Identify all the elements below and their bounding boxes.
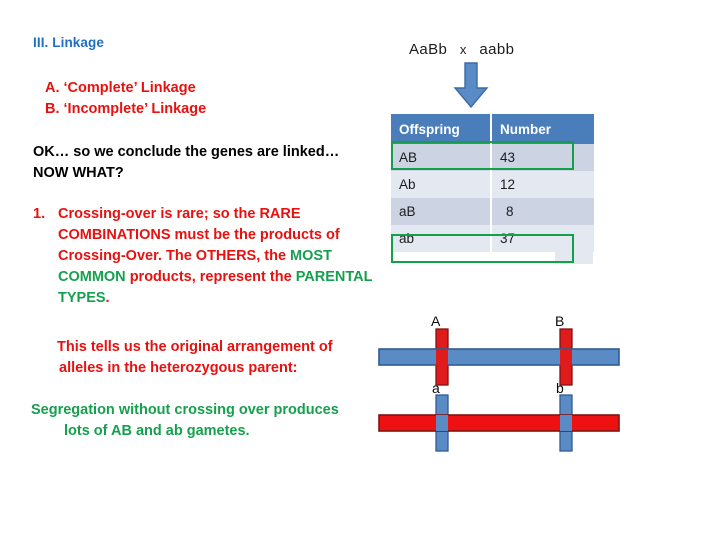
cell-number: 43	[491, 144, 594, 171]
numbered-point-1: 1. Crossing-over is rare; so the RARE CO…	[33, 204, 383, 309]
cell-offspring: aB	[391, 198, 492, 225]
cell-offspring: AB	[391, 144, 492, 171]
allele-label-A: A	[431, 313, 441, 329]
table-row: ab 37	[391, 225, 594, 252]
cross-operator: x	[459, 42, 467, 57]
allele-marker-b-overlap	[560, 415, 572, 431]
cell-offspring: ab	[391, 225, 492, 252]
table-row: Ab 12	[391, 171, 594, 198]
offspring-results-table: Offspring Number AB 43 Ab 12 aB 8 ab 37	[391, 114, 594, 252]
linkage-type-item-b: B. ‘Incomplete’ Linkage	[45, 101, 207, 117]
cell-offspring: Ab	[391, 171, 492, 198]
segregation-line-2: lots of AB and ab gametes.	[64, 423, 250, 439]
arrangement-line-2: alleles in the heterozygous parent:	[59, 360, 298, 376]
cell-number: 37	[491, 225, 594, 252]
allele-marker-A-overlap	[436, 349, 448, 365]
chromosome-diagram	[378, 328, 620, 452]
list-marker: 1.	[33, 206, 46, 222]
table-row: AB 43	[391, 144, 594, 171]
point-1-segment-5: .	[105, 290, 110, 306]
allele-label-b: b	[556, 380, 564, 396]
column-header-offspring: Offspring	[391, 114, 492, 144]
point-1-segment-3: products, represent the	[125, 269, 296, 285]
table-header-row: Offspring Number	[391, 114, 594, 144]
page-title: III. Linkage	[33, 35, 104, 50]
cross-notation: AaBb x aabb	[409, 41, 514, 58]
point-1-segment-most-common: MOST COMMON	[58, 248, 332, 285]
arrangement-text: This tells us the original arrangement o…	[57, 337, 377, 379]
linkage-type-item-a: A. ‘Complete’ Linkage	[45, 80, 196, 96]
conclusion-line-2: NOW WHAT?	[33, 165, 124, 181]
allele-label-B: B	[555, 313, 565, 329]
point-1-segment-parental-types: PARENTAL TYPES	[58, 269, 373, 306]
conclusion-text: OK… so we conclude the genes are linked……	[33, 142, 393, 184]
cell-number: 12	[491, 171, 594, 198]
point-1-segment-1: Crossing-over is rare; so the RARE COMBI…	[58, 206, 340, 264]
allele-marker-B-overlap	[560, 349, 572, 365]
segregation-text: Segregation without crossing over produc…	[31, 400, 381, 442]
conclusion-line-1: OK… so we conclude the genes are linked…	[33, 144, 340, 160]
allele-marker-a-overlap	[436, 415, 448, 431]
segregation-line-1: Segregation without crossing over produc…	[31, 402, 339, 418]
down-arrow-icon	[453, 62, 489, 108]
column-header-number: Number	[491, 114, 594, 144]
table-row: aB 8	[391, 198, 594, 225]
numbered-point-1-body: Crossing-over is rare; so the RARE COMBI…	[58, 204, 383, 309]
cross-parent-1: AaBb	[409, 41, 448, 58]
cross-parent-2: aabb	[479, 41, 515, 58]
chromosome-bar-top	[378, 348, 620, 366]
allele-label-a: a	[432, 380, 440, 396]
linkage-type-list: A. ‘Complete’ Linkage B. ‘Incomplete’ Li…	[45, 78, 206, 120]
cell-number: 8	[491, 198, 594, 225]
arrangement-line-1: This tells us the original arrangement o…	[57, 339, 333, 355]
chromosome-bar-bottom	[378, 414, 620, 432]
